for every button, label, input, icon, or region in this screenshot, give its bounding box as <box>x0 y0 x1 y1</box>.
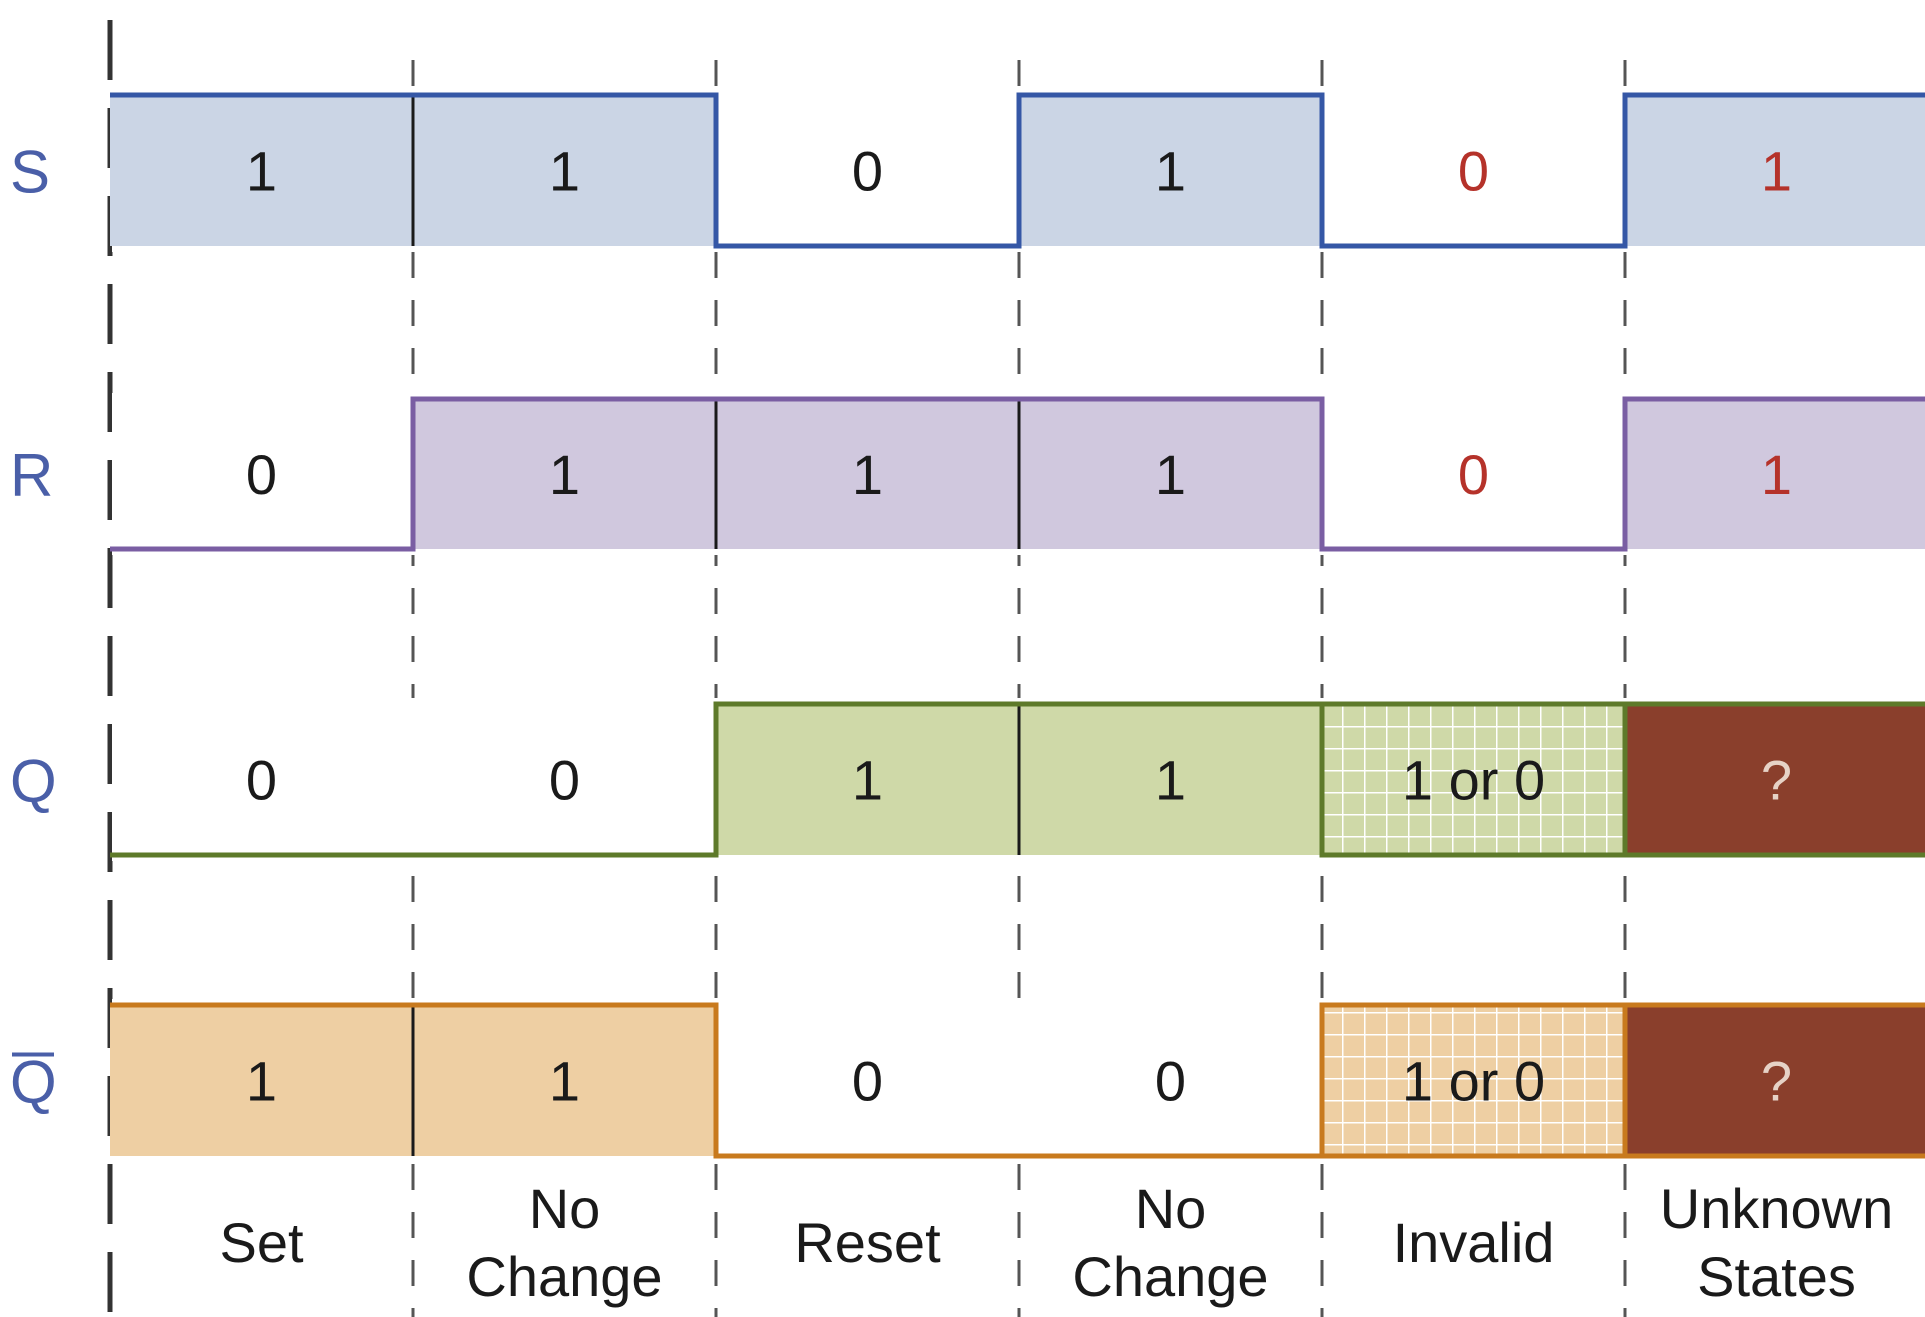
signal-value: 1 <box>246 1050 277 1113</box>
state-label-line: Set <box>219 1211 303 1274</box>
signal-value: 1 <box>1155 749 1186 812</box>
signal-value: ? <box>1761 749 1792 812</box>
signal-high-fill <box>1019 399 1322 549</box>
signal-row-s: 1 1 0 1 0 1 <box>110 89 1925 252</box>
state-label-line: Reset <box>794 1211 941 1274</box>
signal-value: 1 <box>852 749 883 812</box>
signal-high-fill <box>413 399 716 549</box>
state-label-line: Change <box>466 1245 662 1308</box>
signal-value: 1 <box>1761 140 1792 203</box>
state-label-line: States <box>1697 1245 1856 1308</box>
signal-value: 1 or 0 <box>1402 749 1545 812</box>
signal-value: 0 <box>246 749 277 812</box>
signal-high-fill <box>1019 704 1322 855</box>
signal-value: 1 <box>549 443 580 506</box>
signal-high-fill <box>1625 95 1925 246</box>
signal-label-r: R <box>10 442 53 509</box>
signal-value: 1 <box>549 140 580 203</box>
signal-high-fill <box>1625 1005 1925 1156</box>
signal-value: 0 <box>852 1050 883 1113</box>
signal-high-fill <box>110 1005 413 1156</box>
signal-high-fill <box>1625 399 1925 549</box>
signal-label-q: Q <box>10 748 57 815</box>
state-label-line: No <box>1135 1177 1207 1240</box>
cell-outline <box>1622 1002 1925 1159</box>
signal-high-fill <box>1322 1005 1625 1156</box>
signal-value: 0 <box>852 140 883 203</box>
signal-value: 1 <box>852 443 883 506</box>
signal-high-fill <box>1019 95 1322 246</box>
signal-value: 1 or 0 <box>1402 1050 1545 1113</box>
signal-value: 1 <box>549 1050 580 1113</box>
signal-value: 1 <box>1155 443 1186 506</box>
signal-row-q: 0 0 1 1 1 or 0? <box>110 698 1925 861</box>
signal-value: 0 <box>246 443 277 506</box>
signal-value: 0 <box>1458 443 1489 506</box>
signal-value: 1 <box>1155 140 1186 203</box>
signal-value: 1 <box>246 140 277 203</box>
signal-high-fill <box>716 399 1019 549</box>
signal-high-fill <box>413 95 716 246</box>
signal-value: ? <box>1761 1050 1792 1113</box>
state-label-line: Unknown <box>1660 1177 1893 1240</box>
signal-labels: S R Q Q <box>10 139 57 1116</box>
signal-high-fill <box>110 95 413 246</box>
signal-value: 0 <box>1458 140 1489 203</box>
signal-row-r: 0 1 1 1 0 1 <box>110 393 1925 555</box>
signal-high-fill <box>413 1005 716 1156</box>
signal-label-s: S <box>10 139 50 206</box>
state-label-line: No <box>529 1177 601 1240</box>
state-label-line: Change <box>1072 1245 1268 1308</box>
state-label: Reset <box>794 1211 941 1274</box>
state-label: Set <box>219 1211 303 1274</box>
signal-value: 0 <box>1155 1050 1186 1113</box>
cell-outline <box>1622 701 1925 858</box>
signal-high-fill <box>1322 704 1625 855</box>
signal-value: 0 <box>549 749 580 812</box>
waveform-line <box>110 396 1925 552</box>
signal-label-q-bar: Q <box>10 1049 57 1116</box>
signal-high-fill <box>716 704 1019 855</box>
signal-high-fill <box>1625 704 1925 855</box>
signal-row-q-bar: 1 1 0 0 1 or 0? <box>110 999 1925 1162</box>
signal-value: 1 <box>1761 443 1792 506</box>
state-label-line: Invalid <box>1393 1211 1555 1274</box>
state-label: Invalid <box>1393 1211 1555 1274</box>
waveform-line <box>110 92 1925 249</box>
signal-rows: 1 1 0 1 0 1 0 1 1 1 0 1 0 0 1 1 1 or 0? 1 1 0 0 1 or 0? <box>110 89 1925 1162</box>
